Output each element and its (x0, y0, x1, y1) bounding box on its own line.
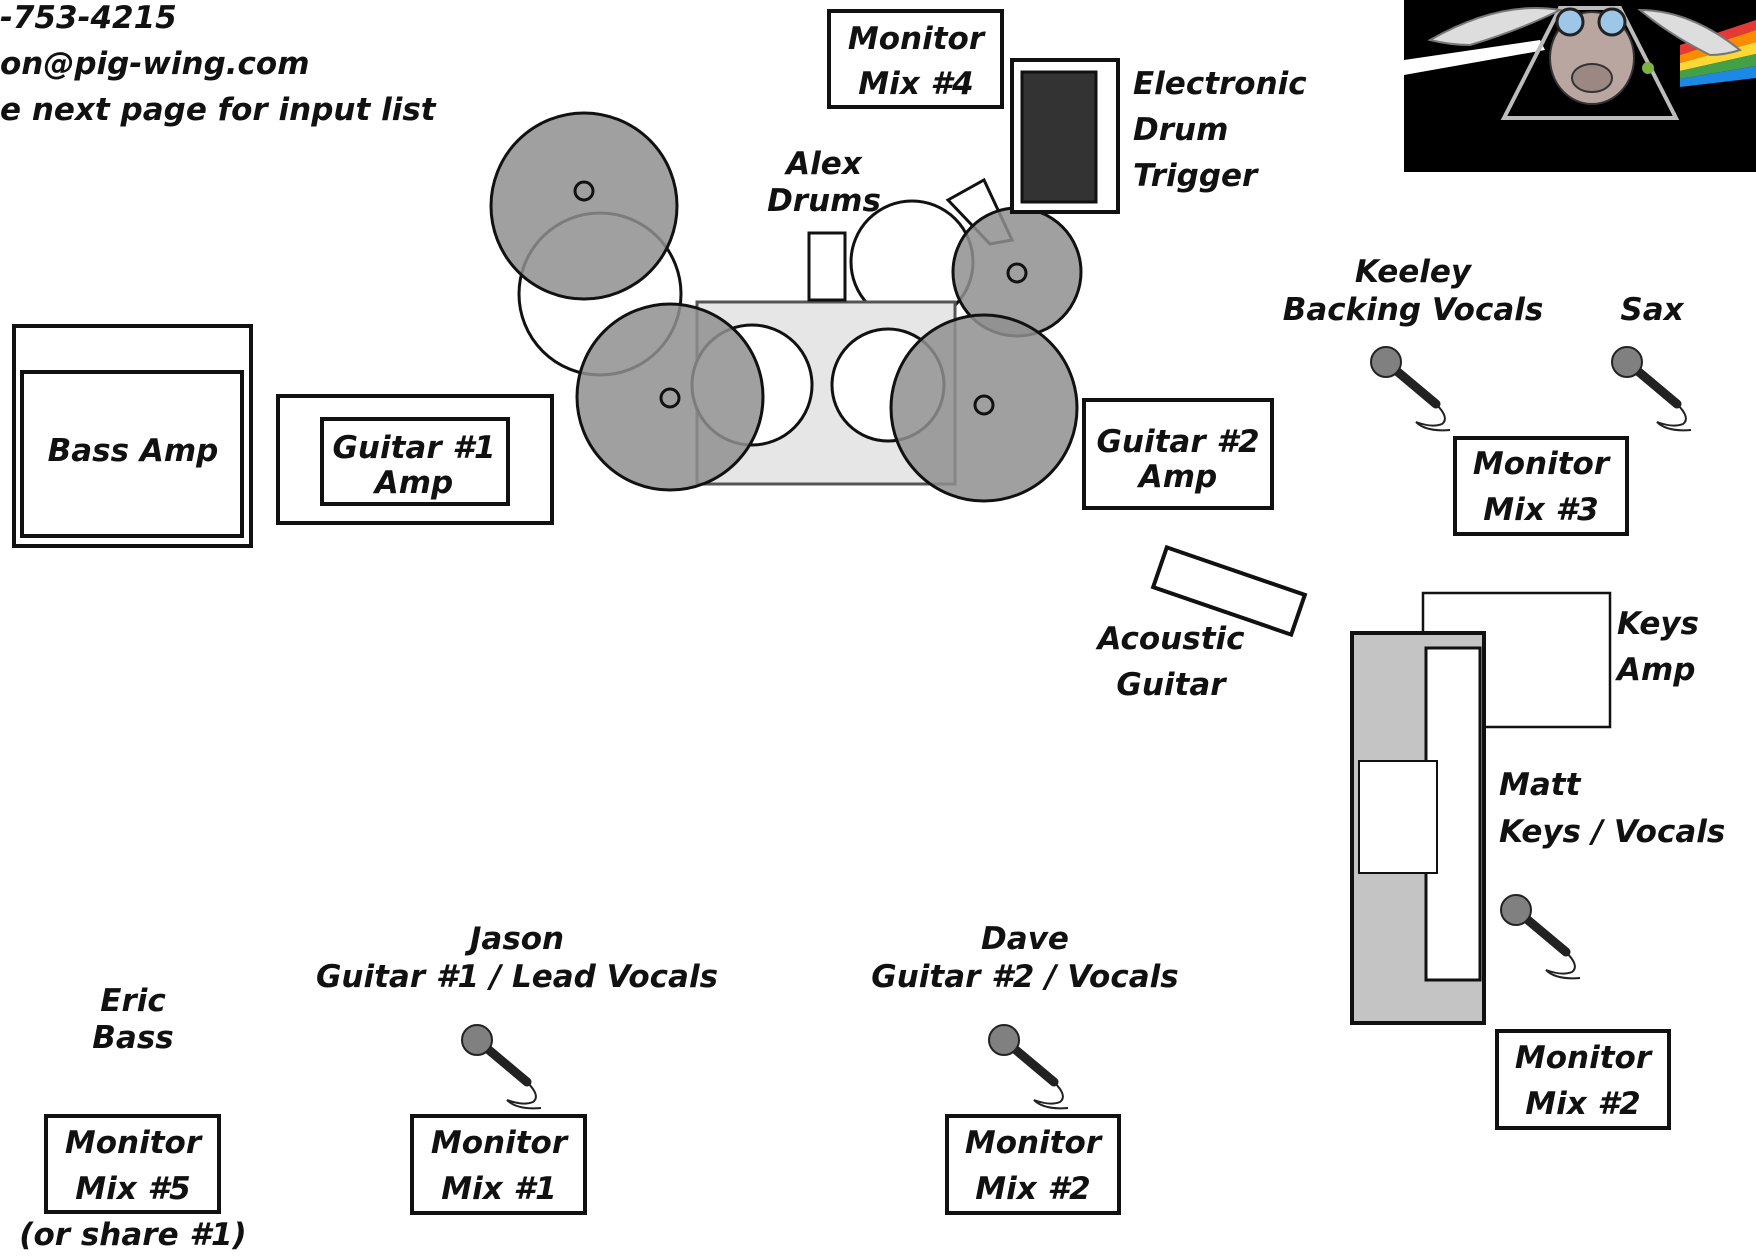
keyboard-rig (1350, 631, 1486, 1025)
drummer-role: Drums (767, 183, 881, 219)
trigger-label-2: Drum (1133, 112, 1228, 148)
monitor-mix-3: Monitor Mix #3 (1453, 436, 1629, 536)
bass-amp-label: Bass Amp (48, 433, 219, 469)
monitor-mix-5: Monitor Mix #5 (44, 1114, 221, 1214)
keys-amp-label-2: Amp (1614, 652, 1695, 688)
acoustic-guitar-label-1: Acoustic (1094, 621, 1245, 657)
monitor-word: Monitor (1515, 1040, 1653, 1076)
matt-role: Keys / Vocals (1499, 814, 1725, 850)
microphone-icon (461, 1024, 542, 1110)
acoustic-guitar-stand (1150, 544, 1308, 638)
monitor-mix-2-keys: Monitor Mix #2 (1495, 1029, 1671, 1130)
monitor-mix-2-keys-label: Mix #2 (1525, 1086, 1640, 1122)
drum-kit (489, 111, 1083, 503)
microphone-icon (1500, 894, 1581, 980)
keeley-role: Backing Vocals (1283, 292, 1544, 328)
monitor-word: Monitor (965, 1125, 1103, 1161)
monitor-mix-2-dave: Monitor Mix #2 (945, 1114, 1121, 1215)
dave-role: Guitar #2 / Vocals (871, 959, 1178, 995)
cymbal (889, 313, 1079, 503)
contact-info: -753-4215 on@pig-wing.com e next page fo… (0, 0, 437, 128)
trigger-label-1: Electronic (1133, 66, 1307, 102)
guitar-1-amp: Guitar #1 Amp (276, 394, 554, 525)
guitar-1-amp-label-2: Amp (372, 465, 453, 501)
trigger-label-3: Trigger (1133, 158, 1259, 194)
monitor-word: Monitor (431, 1125, 569, 1161)
monitor-mix-4: Monitor Mix #4 (827, 9, 1004, 109)
monitor-word: Monitor (65, 1125, 203, 1161)
guitar-2-amp: Guitar #2 Amp (1082, 398, 1274, 510)
jason-role: Guitar #1 / Lead Vocals (316, 959, 718, 995)
monitor-mix-1: Monitor Mix #1 (410, 1114, 587, 1215)
electronic-drum-trigger (1010, 58, 1120, 214)
contact-phone: -753-4215 (0, 0, 177, 36)
monitor-mix-2-dave-label: Mix #2 (975, 1171, 1090, 1207)
monitor-mix-4-label: Mix #4 (858, 66, 973, 102)
monitor-mix-5-note: (or share #1) (19, 1217, 246, 1253)
matt-name: Matt (1499, 767, 1582, 803)
guitar-2-amp-label-2: Amp (1136, 459, 1217, 495)
guitar-1-amp-label-1: Guitar #1 (332, 430, 495, 466)
keeley-name: Keeley (1355, 254, 1473, 290)
band-logo (1404, 0, 1756, 172)
cymbal (575, 302, 765, 492)
monitor-mix-1-label: Mix #1 (441, 1171, 556, 1207)
microphone-icon (1370, 346, 1451, 432)
contact-email: on@pig-wing.com (0, 46, 310, 82)
jason-name: Jason (464, 921, 564, 957)
bass-amp: Bass Amp (12, 324, 253, 548)
monitor-word: Monitor (1473, 446, 1611, 482)
contact-note: e next page for input list (0, 92, 437, 128)
drum-stool (807, 231, 847, 302)
acoustic-guitar-label-2: Guitar (1116, 667, 1227, 703)
guitar-2-amp-label-1: Guitar #2 (1096, 424, 1259, 460)
dave-name: Dave (981, 921, 1069, 957)
monitor-mix-3-label: Mix #3 (1483, 492, 1598, 528)
sax-label: Sax (1620, 292, 1684, 328)
drummer-name: Alex (783, 146, 863, 182)
eric-role: Bass (92, 1020, 173, 1056)
eric-name: Eric (100, 983, 166, 1019)
monitor-word: Monitor (848, 21, 986, 57)
microphone-icon (1611, 346, 1692, 432)
microphone-icon (988, 1024, 1069, 1110)
keys-amp-label-1: Keys (1617, 606, 1699, 642)
cymbal (489, 111, 679, 301)
monitor-mix-5-label: Mix #5 (75, 1171, 190, 1207)
